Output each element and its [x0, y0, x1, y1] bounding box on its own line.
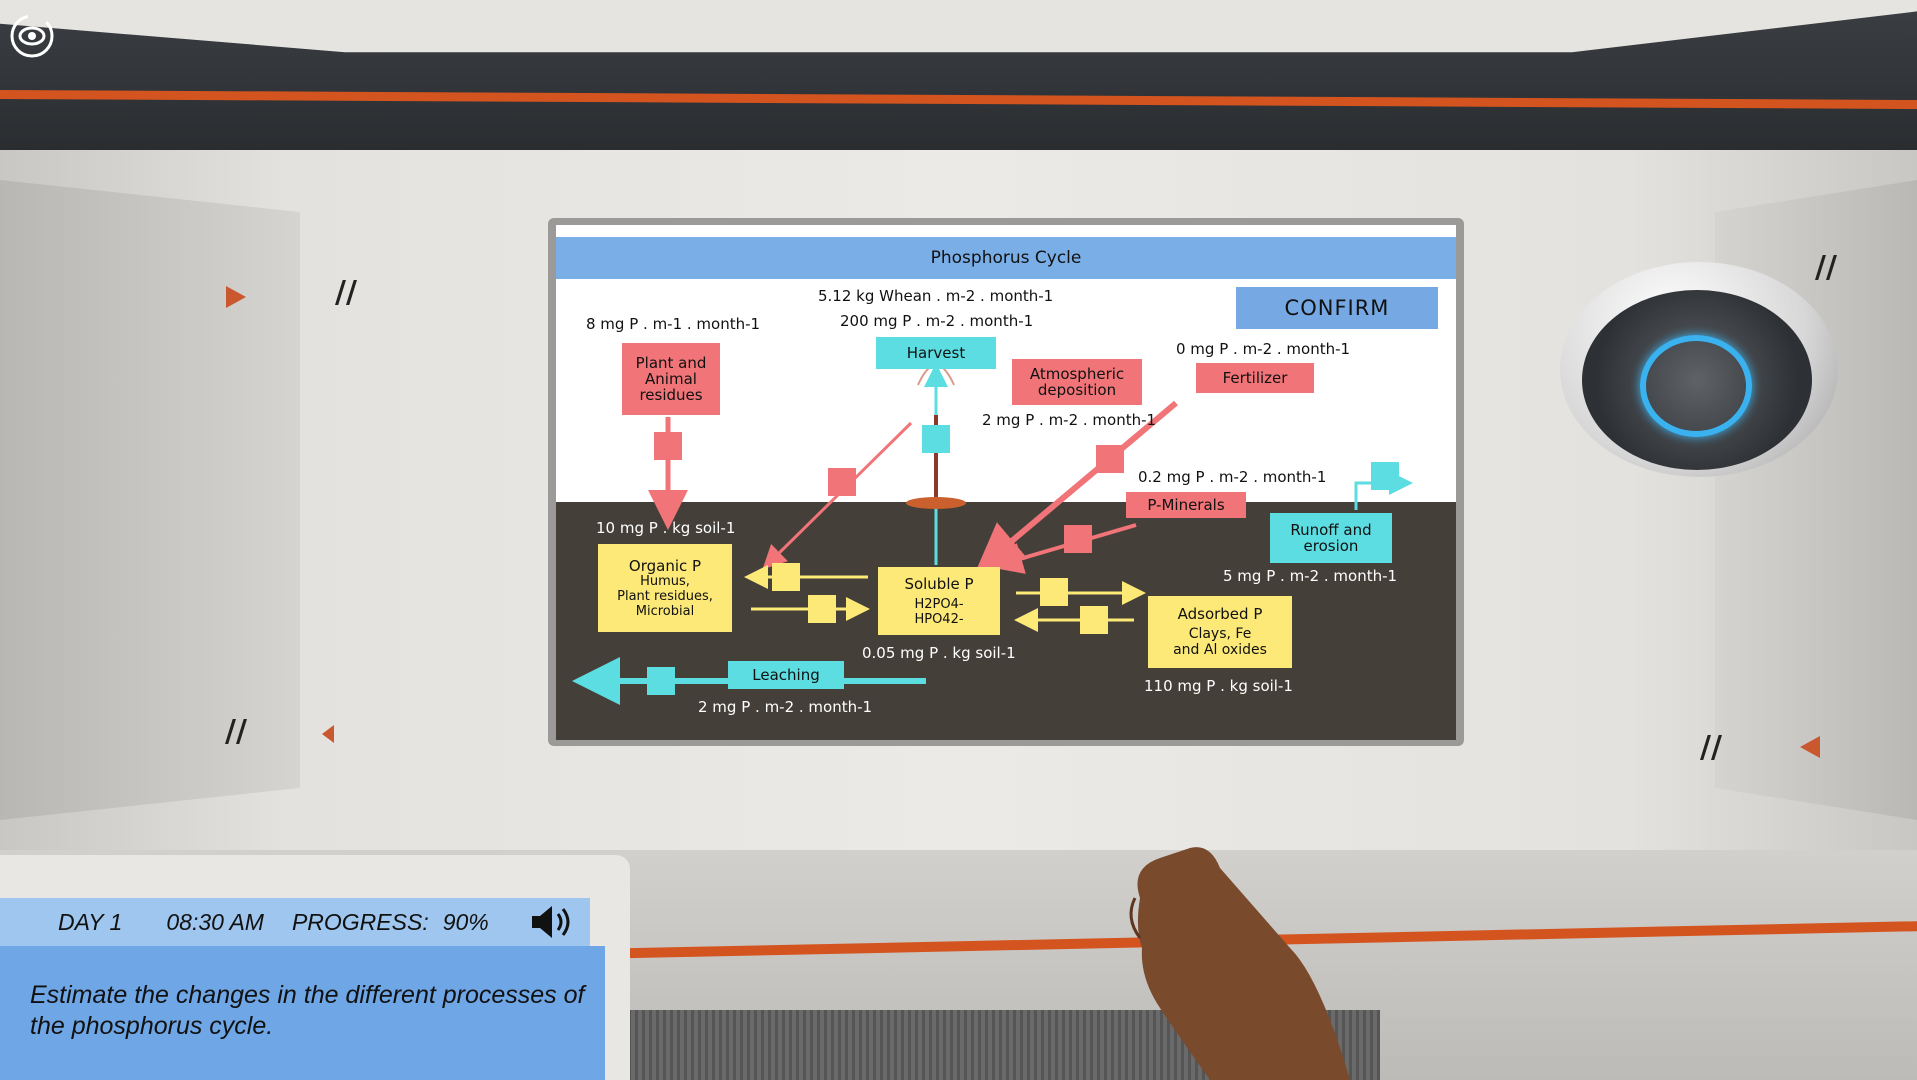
wall-marker-left-arrow [322, 725, 334, 743]
adsorbed-p-title: Adsorbed P [1177, 605, 1263, 623]
runoff-flux-value: 5 mg P . m-2 . month-1 [1223, 567, 1398, 585]
immobilization-control-square[interactable] [808, 595, 836, 623]
p-minerals-node: P-Minerals [1126, 492, 1246, 518]
soluble-p-title: Soluble P [904, 574, 974, 593]
wall-slash-mark: // [1815, 250, 1837, 285]
robot-light-ring [1640, 335, 1752, 437]
organic-p-subtitle: Humus, Plant residues, Microbial [617, 573, 713, 619]
wall-slash-mark: // [225, 714, 247, 749]
wall-marker-left-arrow [1800, 736, 1820, 758]
soluble-p-node: Soluble P H2PO4- HPO42- [878, 567, 1000, 635]
hud-instruction-text: Estimate the changes in the different pr… [30, 981, 585, 1040]
leaching-control-square[interactable] [647, 667, 675, 695]
ceiling-panel [0, 0, 1917, 53]
harvest-flux-value: 200 mg P . m-2 . month-1 [840, 312, 1034, 330]
wall-marker-right-arrow [226, 286, 246, 308]
desorption-control-square[interactable] [1080, 606, 1108, 634]
harvest-control-square[interactable] [922, 425, 950, 453]
residues-control-square[interactable] [654, 432, 682, 460]
phosphorus-cycle-screen: Phosphorus Cycle Plant and A [556, 225, 1456, 740]
speaker-icon[interactable] [528, 902, 578, 942]
wall-slash-mark: // [335, 275, 357, 310]
left-wall [0, 180, 300, 820]
hud-time: 08:30 AM [166, 908, 264, 935]
harvest-yield-value: 5.12 kg Whean . m-2 . month-1 [818, 287, 1054, 305]
hud-progress-label: PROGRESS: [291, 908, 429, 935]
hud-day: DAY 1 [58, 908, 123, 935]
hud-status-bar: DAY 1 08:30 AM PROGRESS: 90% [0, 898, 590, 946]
fertilizer-node: Fertilizer [1196, 363, 1314, 393]
screen-title-bar: Phosphorus Cycle [556, 237, 1456, 279]
hand-icon [1120, 838, 1380, 1080]
leaching-node: Leaching [728, 661, 844, 689]
minerals-flux-value: 0.2 mg P . m-2 . month-1 [1138, 468, 1327, 486]
soluble-pool-value: 0.05 mg P . kg soil-1 [862, 644, 1016, 662]
residues-flux-value: 8 mg P . m-1 . month-1 [586, 315, 761, 333]
atmospheric-flux-value: 2 mg P . m-2 . month-1 [982, 411, 1157, 429]
adsorbed-p-subtitle: Clays, Fe and Al oxides [1173, 626, 1267, 658]
fertilizer-flux-value: 0 mg P . m-2 . month-1 [1176, 340, 1351, 358]
runoff-control-square[interactable] [1371, 462, 1399, 490]
runoff-erosion-node: Runoff and erosion [1270, 513, 1392, 563]
soluble-p-formula-1: H2PO4- [914, 596, 964, 612]
view-rotate-icon[interactable] [8, 12, 56, 60]
minerals-control-square[interactable] [1064, 525, 1092, 553]
mineralization-control-square[interactable] [772, 563, 800, 591]
hud-progress-value: 90% [442, 908, 489, 935]
hud-instruction-panel [0, 946, 605, 1080]
soluble-p-formula-2: HPO42- [914, 611, 964, 627]
harvest-node: Harvest [876, 337, 996, 369]
organic-pool-value: 10 mg P . kg soil-1 [596, 519, 736, 537]
atmospheric-deposition-node: Atmospheric deposition [1012, 359, 1142, 405]
plant-animal-residues-node: Plant and Animal residues [622, 343, 720, 415]
confirm-button[interactable]: CONFIRM [1236, 287, 1438, 329]
adsorbed-p-node: Adsorbed P Clays, Fe and Al oxides [1148, 596, 1292, 668]
leaching-flux-value: 2 mg P . m-2 . month-1 [698, 698, 873, 716]
organic-p-node: Organic P Humus, Plant residues, Microbi… [598, 544, 732, 632]
organic-p-title: Organic P [628, 556, 702, 575]
wall-slash-mark: // [1700, 730, 1722, 765]
atmospheric-control-square[interactable] [828, 468, 856, 496]
fertilizer-control-square[interactable] [1096, 445, 1124, 473]
adsorbed-pool-value: 110 mg P . kg soil-1 [1144, 677, 1293, 695]
screen-title: Phosphorus Cycle [930, 248, 1082, 268]
adsorption-control-square[interactable] [1040, 578, 1068, 606]
